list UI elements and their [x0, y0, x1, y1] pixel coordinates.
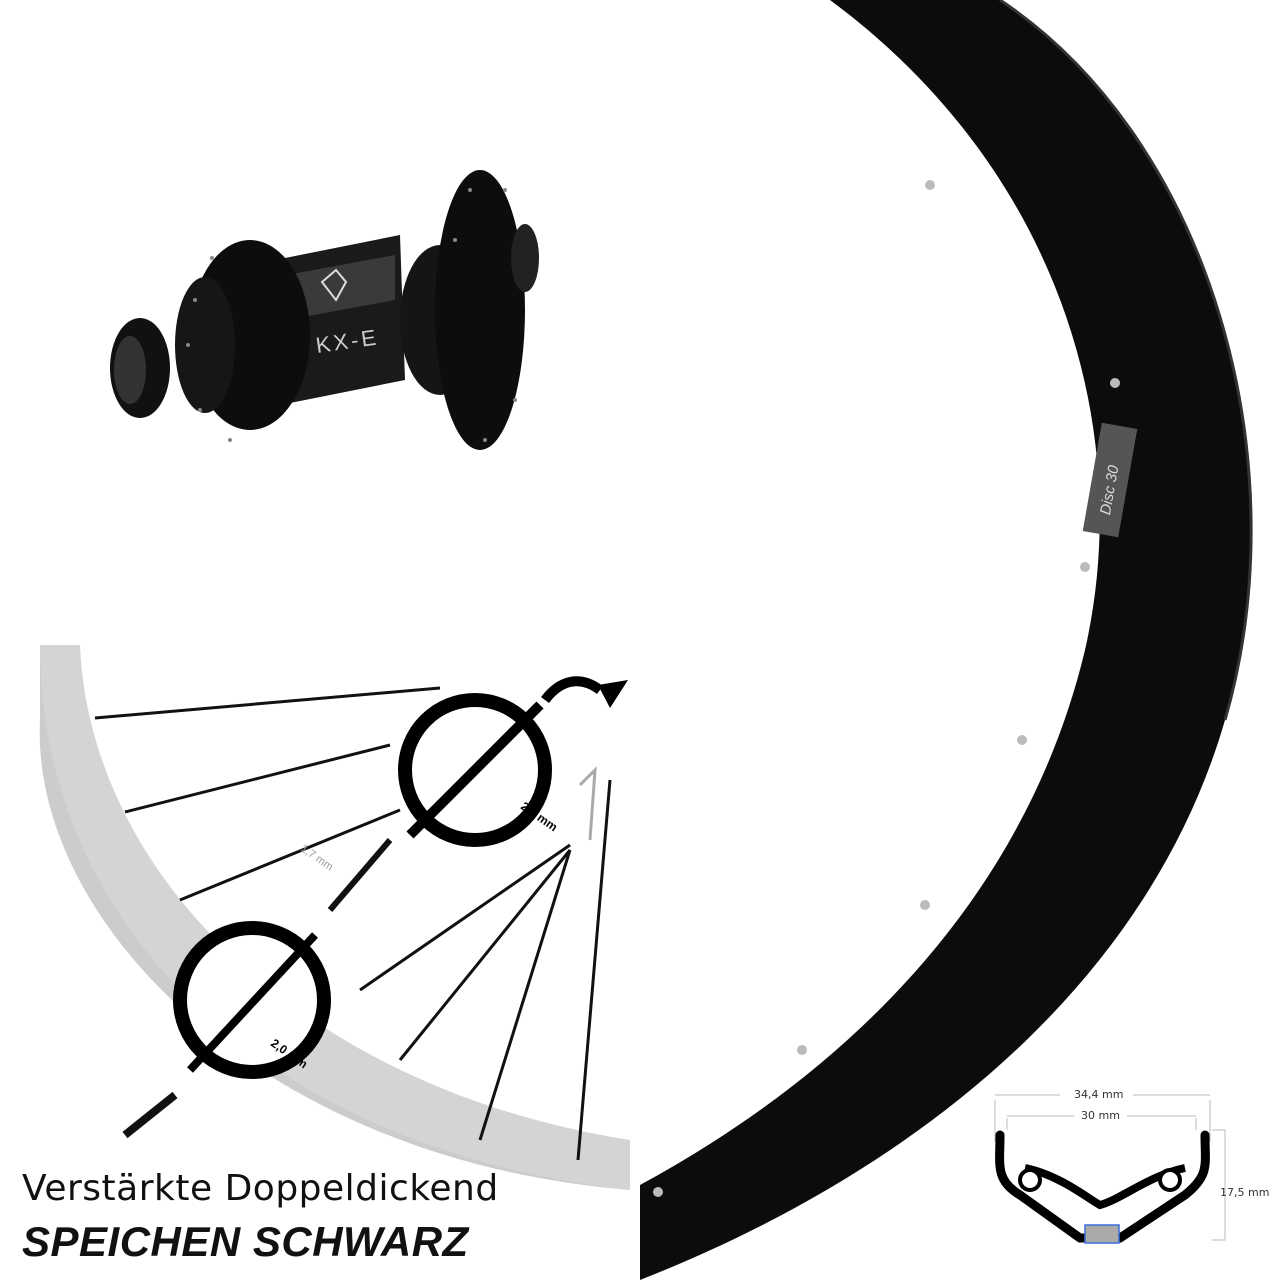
rim-label-sticker: Disc 30 — [1082, 422, 1138, 538]
spoke-nipple-icon — [541, 676, 603, 704]
hub: KX-E — [110, 170, 539, 450]
inner-width-label: 30 mm — [1081, 1109, 1120, 1122]
spoke-diagram: 1,7 mm 2,3 mm 2,0 mm — [39, 645, 630, 1190]
label-diameter-center: 1,7 mm — [298, 843, 335, 874]
caption-line-2: SPEICHEN SCHWARZ — [22, 1218, 469, 1265]
spoke-zoom-bottom — [173, 921, 331, 1079]
rim: Disc 30 — [640, 0, 1253, 1280]
hub-logo-icon — [320, 268, 348, 302]
outer-width-label: 34,4 mm — [1074, 1088, 1124, 1101]
height-label: 17,5 mm — [1220, 1186, 1270, 1199]
caption-line-1: Verstärkte Doppeldickend — [22, 1168, 499, 1209]
rim-eyelets — [653, 180, 1120, 1197]
rim-profile — [994, 1094, 1226, 1244]
spoke-zoom-top — [398, 693, 552, 847]
